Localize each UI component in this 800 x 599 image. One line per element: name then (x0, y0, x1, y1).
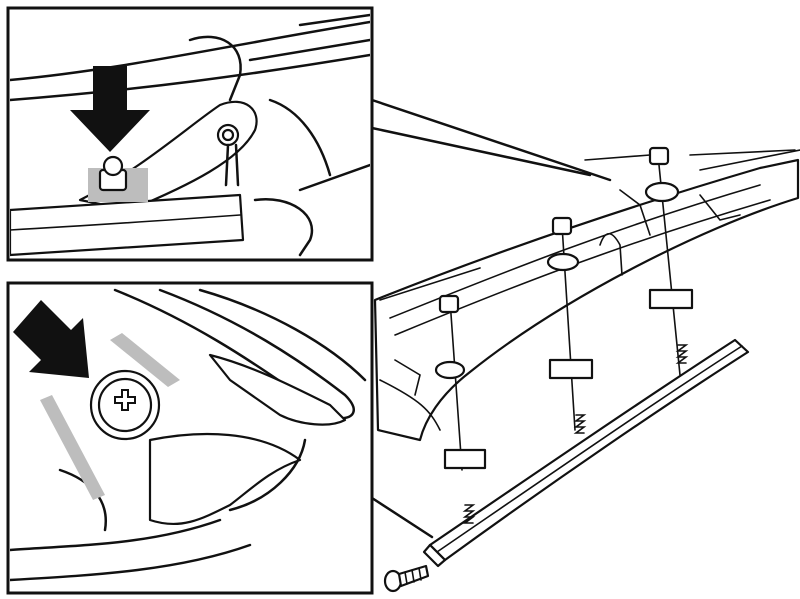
nut-icon (648, 146, 670, 166)
fastener-3 (644, 146, 694, 376)
nut-icon (438, 294, 460, 314)
leader-line-bottom (370, 496, 434, 539)
clip-detail-top (6, 6, 374, 262)
screw-icon (89, 369, 161, 441)
washer (644, 181, 680, 203)
nut-icon (551, 216, 573, 236)
clip-icon (548, 358, 594, 380)
leader-line-top (370, 98, 612, 182)
screw-icon (383, 564, 430, 593)
arrow-down-icon (70, 66, 150, 152)
washer (546, 252, 580, 272)
nut-icon (98, 155, 128, 192)
fastener-2 (546, 216, 594, 434)
arrow-diagonal-icon (13, 300, 89, 378)
fastener-1 (434, 294, 487, 524)
clip-icon (443, 448, 487, 470)
cowl-panel (373, 158, 800, 442)
screw-detail-bottom (6, 281, 374, 595)
rail-highlight (40, 395, 105, 500)
main-assembly-view (370, 98, 800, 593)
washer (434, 360, 466, 380)
clip-icon (648, 288, 694, 310)
